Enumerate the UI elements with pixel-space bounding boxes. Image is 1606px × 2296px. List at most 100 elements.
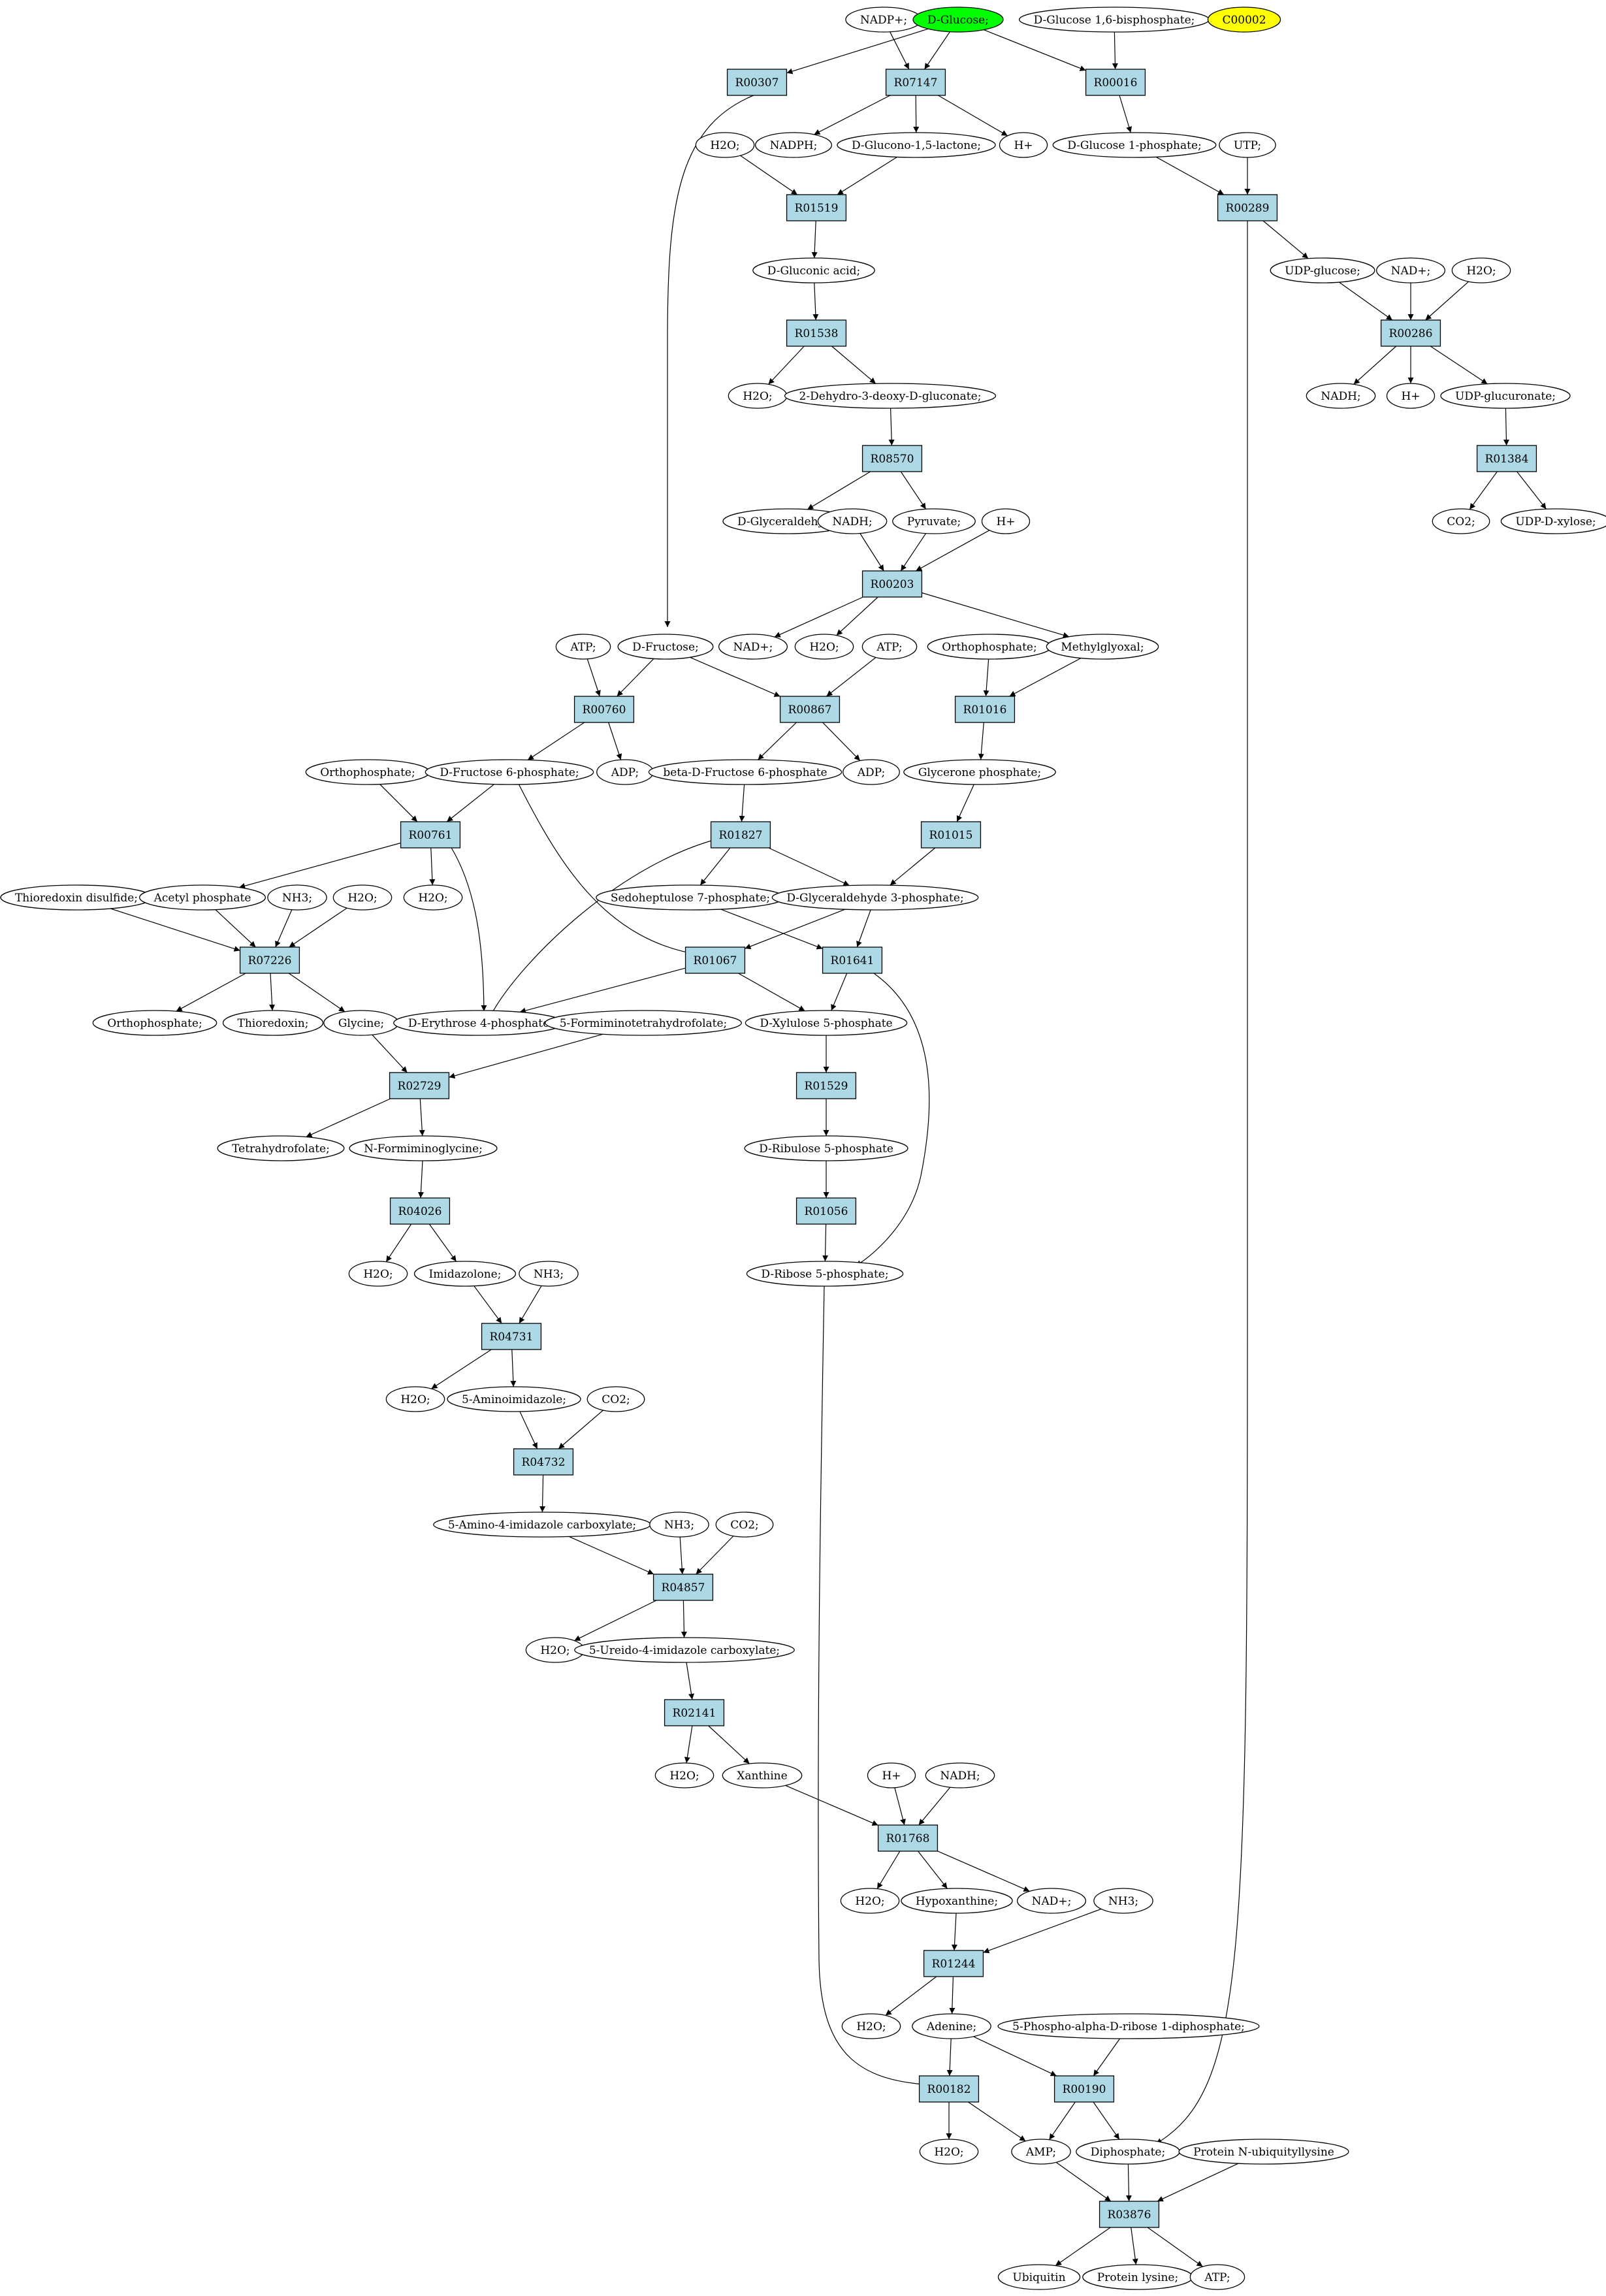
edge-arrow: [696, 1536, 734, 1575]
compound-label: ADP;: [611, 766, 639, 779]
compound-label: H2O;: [855, 1895, 884, 1908]
compound-node: D-Glucose 1-phosphate;: [1052, 132, 1217, 158]
edge-arrow: [890, 31, 910, 70]
compound-node: H2O;: [385, 1386, 445, 1412]
edge-arrow: [1119, 95, 1132, 133]
compound-node: 5-Amino-4-imidazole carboxylate;: [433, 1512, 651, 1538]
reaction-label: R00190: [1063, 2083, 1106, 2096]
edge-arrow: [1093, 2038, 1121, 2077]
reaction-box: [710, 821, 771, 849]
compound-label: N-Formiminoglycine;: [364, 1142, 483, 1156]
compound-label: ATP;: [876, 641, 902, 654]
edge-arrow: [918, 1787, 951, 1826]
edge-arrow: [617, 658, 654, 697]
compound-node: Imidazolone;: [413, 1261, 517, 1287]
edge-arrow: [1093, 2101, 1120, 2140]
compound-label: Glycerone phosphate;: [918, 766, 1041, 779]
compound-label: NAD+;: [1032, 1895, 1072, 1908]
compound-label: NADH;: [940, 1770, 980, 1783]
edge-arrow: [890, 847, 936, 886]
edge-arrow: [1155, 219, 1248, 2144]
edge-arrow: [569, 1536, 654, 1575]
compound-label: NADH;: [832, 515, 872, 528]
edge-arrow: [699, 847, 731, 886]
reaction-node-R00203: R00203: [861, 570, 923, 598]
edge-arrow: [757, 722, 797, 760]
reaction-label: R00182: [927, 2083, 971, 2096]
reaction-box: [822, 946, 883, 974]
compound-ellipse: [892, 508, 976, 534]
compound-node: H2O;: [348, 1261, 408, 1287]
compound-node: H2O;: [654, 1762, 715, 1788]
edge-arrow: [822, 1223, 829, 1262]
reaction-box: [779, 696, 841, 723]
edge-arrow: [1112, 31, 1118, 70]
edge-arrow: [419, 1098, 425, 1137]
compound-ellipse: [999, 132, 1048, 158]
compound-node: ATP;: [555, 634, 611, 660]
compound-ellipse: [1386, 383, 1436, 409]
compound-label: NADH;: [1321, 390, 1360, 403]
compound-node: NAD+;: [1016, 1888, 1087, 1914]
reaction-label: R01641: [831, 954, 875, 967]
reaction-node-R01244: R01244: [923, 1950, 984, 1977]
edge-arrow: [586, 658, 601, 697]
reaction-label: R01768: [886, 1832, 930, 1845]
reaction-box: [400, 821, 461, 849]
reaction-node-R00286: R00286: [1380, 319, 1441, 347]
compound-label: H2O;: [347, 892, 377, 905]
compound-label: Orthophosphate;: [320, 766, 415, 779]
compound-node: H+: [999, 132, 1048, 158]
compound-label: beta-D-Fructose 6-phosphate: [663, 766, 827, 779]
compound-label: H2O;: [743, 390, 772, 403]
reaction-node-R01056: R01056: [795, 1197, 857, 1225]
reaction-label: R00307: [735, 76, 779, 89]
reaction-box: [573, 696, 635, 723]
edge-arrow: [740, 155, 798, 195]
compound-ellipse: [695, 132, 755, 158]
reaction-label: R00203: [871, 578, 914, 591]
compound-node: 2-Dehydro-3-deoxy-D-gluconate;: [784, 383, 997, 409]
edge-arrow: [774, 596, 863, 638]
compound-node: D-Gluconic acid;: [752, 257, 875, 283]
reaction-box: [1476, 445, 1537, 472]
compound-label: Imidazolone;: [429, 1268, 502, 1281]
compound-label: H+: [1014, 139, 1033, 152]
edge-arrow: [956, 784, 974, 822]
edge-arrow: [786, 28, 929, 74]
compound-label: Thioredoxin;: [238, 1017, 309, 1030]
compound-ellipse: [545, 1010, 742, 1036]
compound-label: ATP;: [570, 641, 596, 654]
edge-arrow: [449, 1033, 603, 1079]
reaction-label: R08570: [871, 453, 914, 466]
compound-node: D-Ribulose 5-phosphate: [744, 1135, 908, 1161]
edge-arrow: [822, 722, 861, 761]
compound-node: NADH;: [1306, 383, 1376, 409]
reaction-label: R00761: [409, 829, 453, 842]
reaction-node-R04026: R04026: [389, 1197, 451, 1225]
reaction-box: [1053, 2075, 1115, 2103]
compound-ellipse: [349, 1135, 498, 1161]
edge-arrow: [708, 1725, 750, 1764]
compound-ellipse: [997, 2264, 1081, 2290]
reaction-label: R00867: [788, 703, 832, 717]
compound-ellipse: [912, 2013, 991, 2039]
edge-arrow: [900, 533, 927, 572]
compound-label: UTP;: [1234, 139, 1261, 152]
reaction-box: [795, 1072, 857, 1099]
reaction-node-R08570: R08570: [861, 445, 923, 472]
compound-ellipse: [771, 884, 979, 911]
edge-arrow: [519, 967, 686, 1014]
reaction-box: [389, 1072, 450, 1099]
compound-label: D-Ribulose 5-phosphate: [759, 1142, 893, 1156]
compound-node: UDP-glucuronate;: [1440, 383, 1571, 409]
reaction-box: [481, 1323, 542, 1350]
compound-node: H+: [867, 1762, 916, 1788]
edge-arrow: [983, 29, 1086, 71]
edge-arrow: [372, 1034, 408, 1073]
reaction-label: R00289: [1226, 202, 1270, 215]
compound-label: Orthophosphate;: [942, 641, 1036, 654]
compound-node: Acetyl phosphate: [138, 884, 266, 911]
compound-node: Adenine;: [912, 2013, 991, 2039]
compound-label: NH3;: [282, 892, 312, 905]
